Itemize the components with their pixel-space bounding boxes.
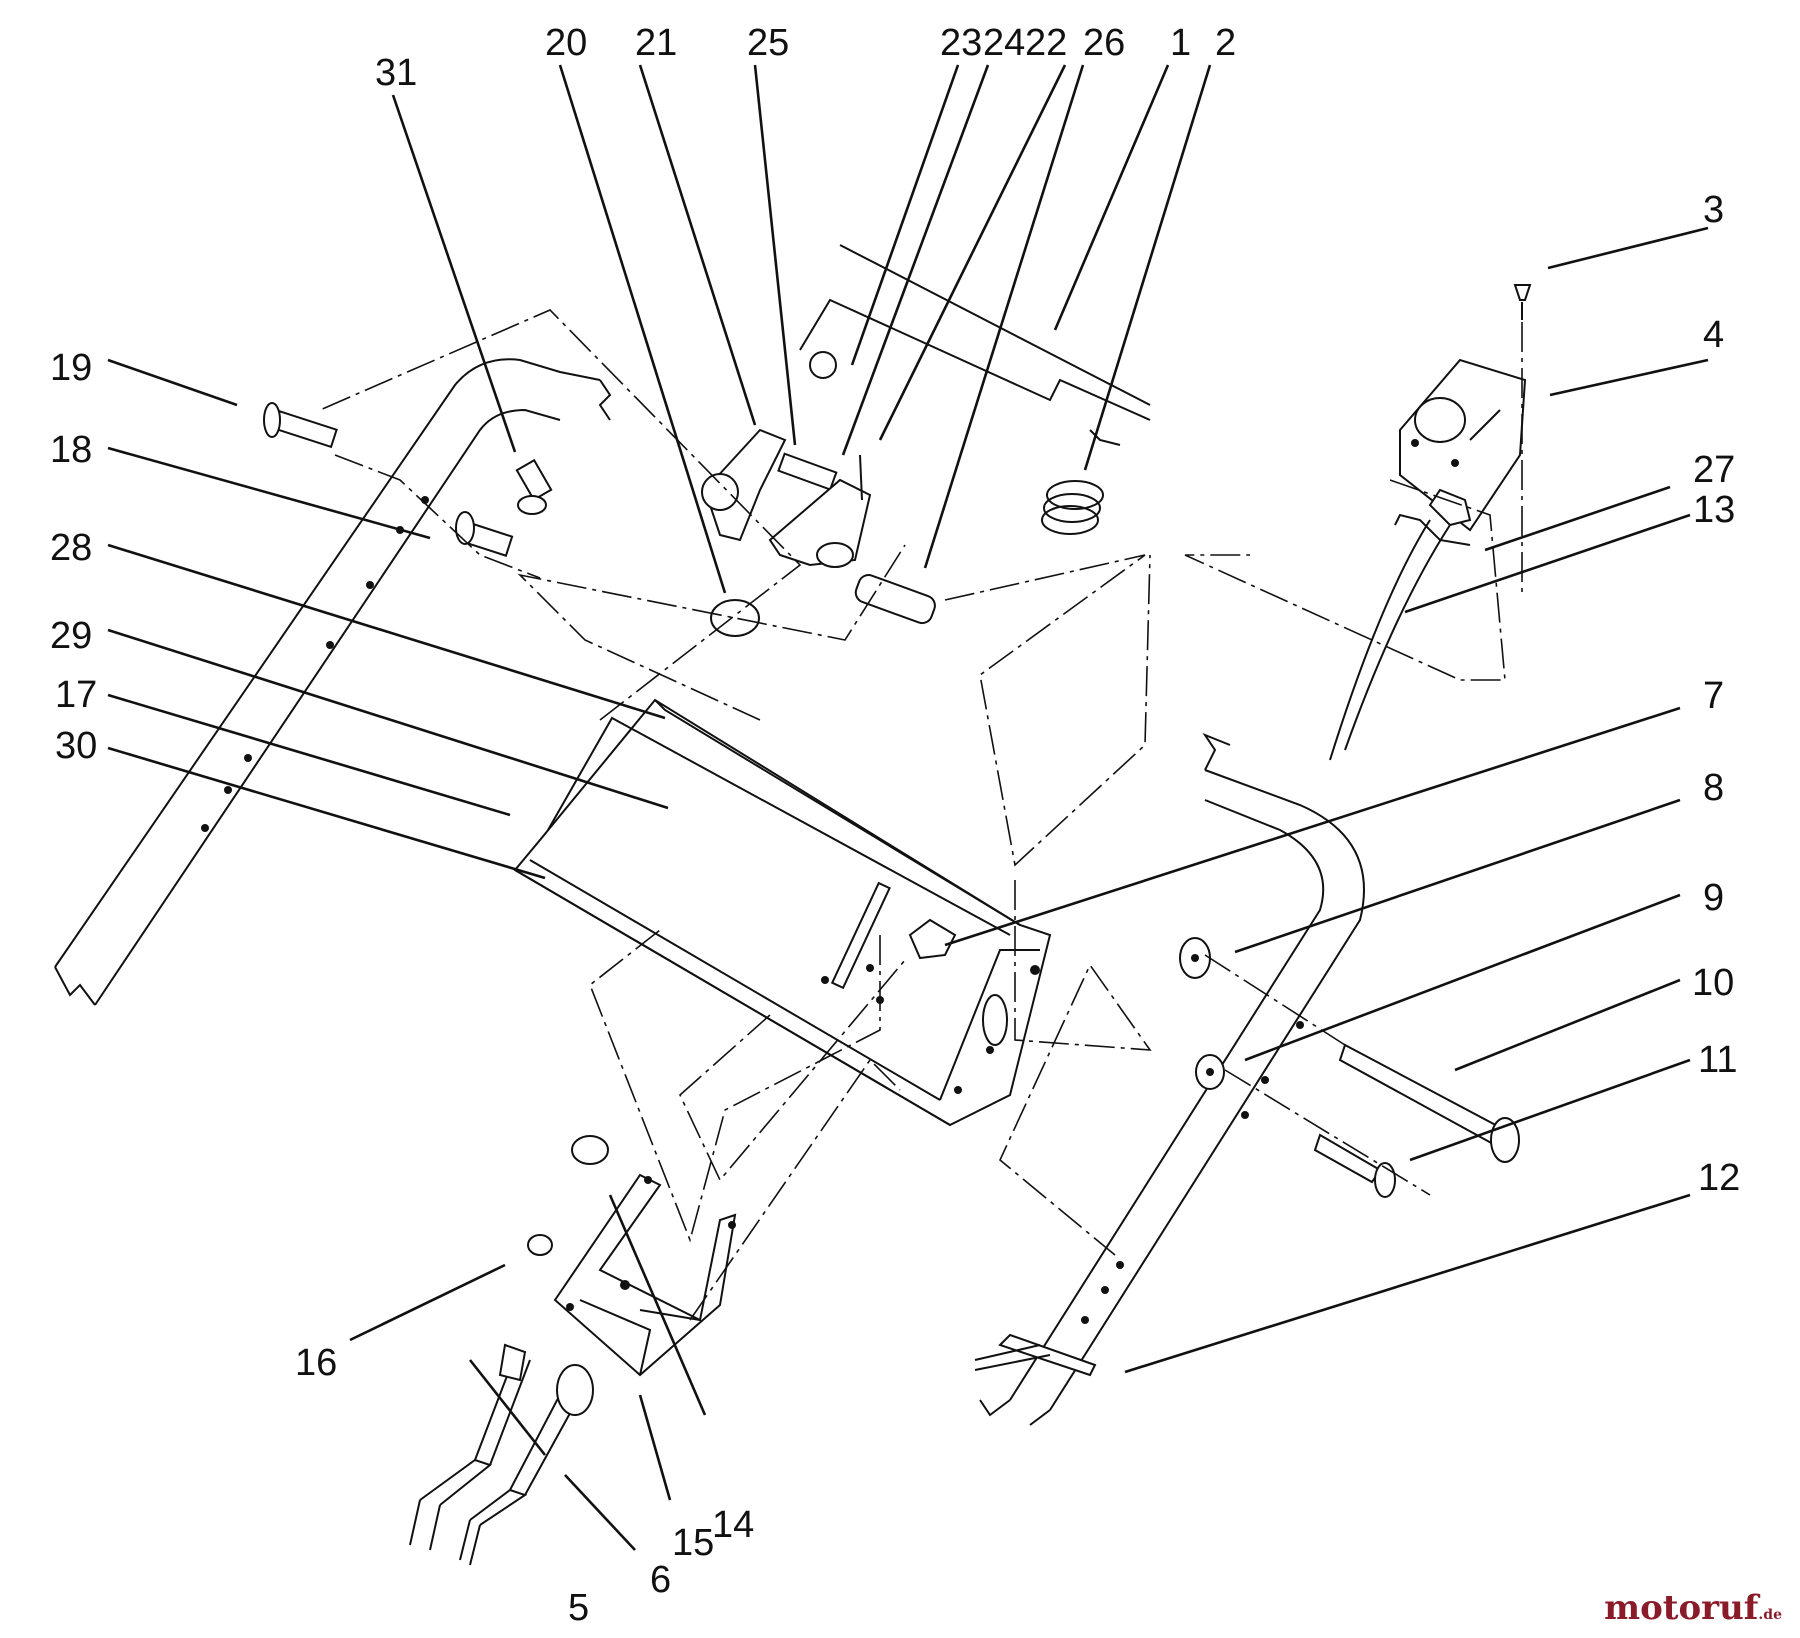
callout-13: 13 <box>1693 489 1735 531</box>
callout-28: 28 <box>50 527 92 569</box>
washers-and-bolts-right <box>1179 937 1520 1198</box>
leader-lines <box>107 64 1709 1551</box>
cable-tie <box>974 1333 1097 1377</box>
callout-1: 1 <box>1170 22 1191 64</box>
callout-10: 10 <box>1692 962 1734 1004</box>
callout-5: 5 <box>568 1587 589 1629</box>
mount-bracket <box>527 1135 737 1377</box>
spring <box>1041 480 1104 535</box>
callout-26: 26 <box>1083 22 1125 64</box>
callout-16: 16 <box>295 1342 337 1384</box>
callout-2: 2 <box>1215 22 1236 64</box>
callout-27: 27 <box>1693 449 1735 491</box>
callout-3: 3 <box>1703 189 1724 231</box>
watermark-brand: motoruf <box>1604 1588 1759 1628</box>
callout-23: 23 <box>940 22 982 64</box>
callout-14: 14 <box>712 1504 754 1546</box>
callout-31: 31 <box>375 52 417 94</box>
callout-labels: 1 2 3 4 5 6 7 8 9 10 11 12 13 14 15 16 1… <box>50 22 1740 1629</box>
assembly-lines <box>319 309 1523 1321</box>
callout-9: 9 <box>1703 877 1724 919</box>
callout-17: 17 <box>55 674 97 716</box>
callout-6: 6 <box>650 1559 671 1601</box>
callout-8: 8 <box>1703 767 1724 809</box>
control-cables <box>409 1343 594 1566</box>
callout-24: 24 <box>983 22 1025 64</box>
callout-18: 18 <box>50 429 92 471</box>
callout-21: 21 <box>635 22 677 64</box>
callout-12: 12 <box>1698 1157 1740 1199</box>
top-plate <box>799 244 1151 446</box>
watermark-logo: motoruf.de <box>1604 1588 1782 1628</box>
callout-11: 11 <box>1698 1039 1737 1081</box>
cam-assembly <box>701 351 936 637</box>
callout-15: 15 <box>672 1522 714 1564</box>
throttle-control <box>1329 284 1532 761</box>
callout-4: 4 <box>1703 314 1724 356</box>
callout-20: 20 <box>545 22 587 64</box>
callout-30: 30 <box>55 725 97 767</box>
callout-22: 22 <box>1025 22 1067 64</box>
control-panel-housing <box>513 698 1052 1127</box>
callout-25: 25 <box>747 22 789 64</box>
callout-29: 29 <box>50 615 92 657</box>
watermark-tld: .de <box>1758 1607 1782 1623</box>
callout-7: 7 <box>1703 675 1724 717</box>
callout-19: 19 <box>50 347 92 389</box>
